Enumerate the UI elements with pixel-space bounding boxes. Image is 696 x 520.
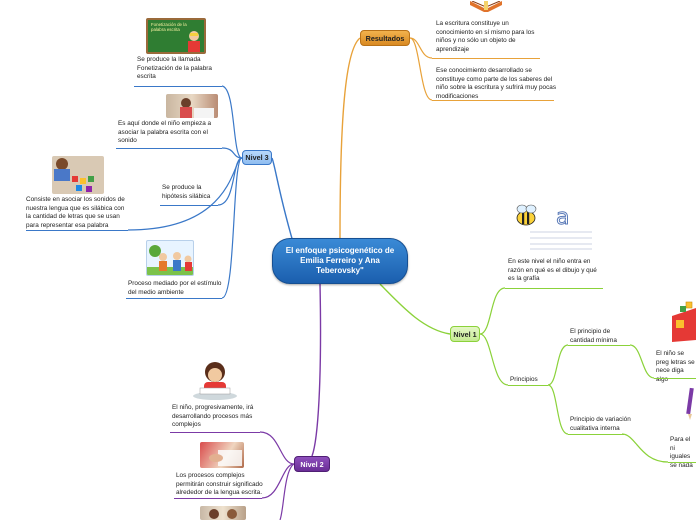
nivel1-node[interactable]: Nivel 1: [450, 326, 480, 342]
nivel1-variacion-detail-underline: [668, 462, 696, 463]
link-nivel3-item5: [221, 157, 243, 299]
abc-book-image: [666, 300, 696, 342]
nivel1-cantidad-detail: El niño se preg letras se nece diga algo: [656, 350, 695, 383]
nivel1-cantidad-minima: El principio de cantidad mínima: [570, 328, 617, 344]
books-image: [466, 0, 506, 12]
nivel3-item-5: Proceso mediado por el estímulo del medi…: [128, 280, 222, 296]
nivel2-item-1-underline: [170, 432, 260, 433]
svg-text:a: a: [556, 205, 569, 230]
nivel2-item-1: El niño, progresivamente, irá desarrolla…: [172, 404, 254, 429]
nivel1-item-1: En este nivel el niño entra en razón en …: [508, 258, 597, 283]
link-central-nivel1: [379, 283, 451, 335]
link-cantidad-detail: [629, 344, 655, 379]
nivel3-item-2: Es aquí donde el niño empieza a asociar …: [118, 120, 212, 145]
chalkboard-image: Fonetización de la palabra escrita: [146, 18, 206, 54]
nivel1-variacion-underline: [568, 434, 624, 435]
link-nivel3-item2: [221, 147, 243, 159]
girl-writing-image: [192, 358, 238, 400]
nivel2-item-2-underline: [174, 498, 262, 499]
nivel3-item-1-underline: [134, 86, 222, 87]
link-nivel3-item1: [221, 85, 243, 159]
resultados-item-1-underline: [432, 58, 540, 59]
resultados-item-1: La escritura constituye un conocimiento …: [436, 20, 535, 53]
link-central-nivel2: [311, 283, 322, 457]
link-nivel1-item1: [479, 287, 506, 335]
bee-letters-image: a: [512, 202, 596, 250]
link-nivel2-item1: [259, 431, 295, 465]
nivel1-cantidad-detail-underline: [654, 378, 696, 379]
nivel1-variacion-detail: Para el ni iguales se nada: [670, 436, 693, 469]
writing-hands-photo: [200, 442, 244, 468]
nivel3-item-1: Se produce la llamada Fonetización de la…: [137, 56, 212, 81]
link-nivel2-item2: [261, 463, 295, 499]
nivel1-principios: Principios: [510, 376, 538, 383]
nivel2-node[interactable]: Nivel 2: [294, 456, 330, 472]
nivel1-variacion: Principio de variación cualitativa inter…: [570, 416, 631, 432]
link-nivel1-principios: [479, 333, 509, 386]
nivel1-item-1-underline: [505, 288, 603, 289]
child-writing-photo: [166, 94, 218, 118]
link-nivel3-item4: [217, 157, 243, 206]
nivel2-item-2: Los procesos complejos permitirán constr…: [176, 472, 263, 497]
nivel3-item-5-underline: [126, 298, 222, 299]
link-principios-cantidad: [547, 344, 569, 386]
nivel1-cantidad-minima-underline: [568, 345, 630, 346]
children-reading-photo: [200, 506, 246, 520]
nivel1-principios-underline: [508, 385, 548, 386]
link-central-resultados: [339, 37, 361, 239]
resultados-node[interactable]: Resultados: [360, 30, 410, 46]
nivel3-item-4: Se produce la hipótesis silábica: [162, 184, 211, 200]
link-central-nivel3: [271, 157, 297, 253]
nivel3-item-2-underline: [116, 148, 222, 149]
link-variacion-detail: [621, 433, 669, 463]
nivel3-item-3: Consiste en asociar los sonidos de nuest…: [26, 196, 125, 229]
link-resultados-item2: [409, 37, 433, 101]
link-principios-variacion: [547, 384, 569, 435]
nivel3-item-3-underline: [26, 230, 128, 231]
letter-blocks-photo: [52, 156, 104, 194]
pencil-image: [682, 386, 696, 422]
chalkboard-caption: Fonetización de la palabra escrita: [151, 22, 187, 33]
central-topic[interactable]: El enfoque psicogenético de Emilia Ferre…: [272, 238, 408, 284]
children-environment-image: [146, 240, 194, 276]
resultados-item-2-underline: [432, 100, 554, 101]
resultados-item-2: Ese conocimiento desarrollado se constit…: [436, 67, 557, 100]
nivel3-node[interactable]: Nivel 3: [242, 150, 272, 165]
link-nivel2-item3: [279, 463, 295, 520]
nivel3-item-4-underline: [160, 205, 218, 206]
